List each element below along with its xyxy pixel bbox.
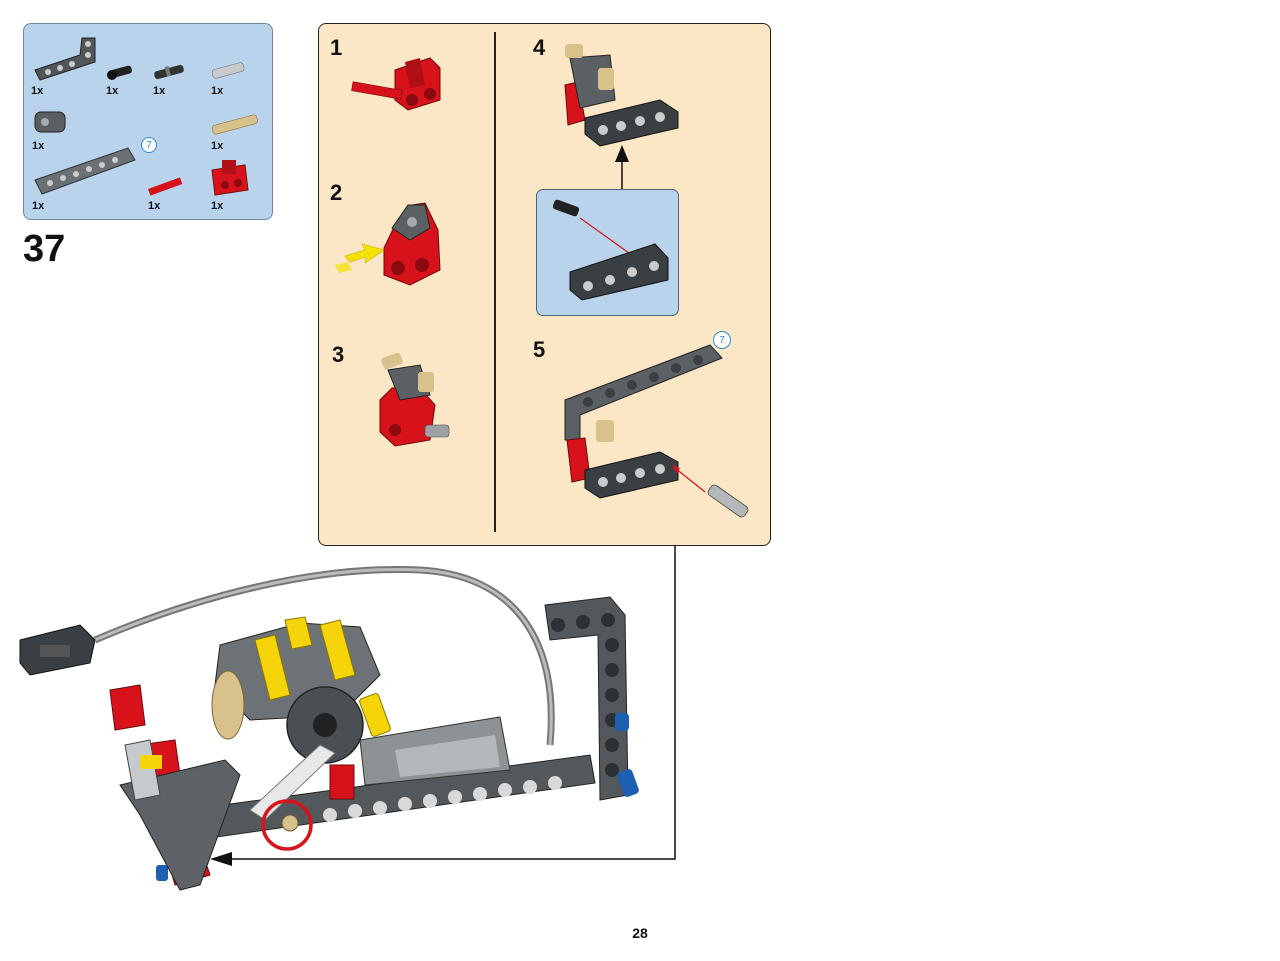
page-number: 28 (632, 925, 648, 941)
part-qty: 1x (31, 85, 44, 97)
step-number: 37 (23, 228, 66, 270)
part-qty: 1x (148, 200, 161, 212)
substep4-model (564, 44, 679, 147)
part-qty: 1x (211, 200, 224, 212)
substep-number: 3 (332, 342, 345, 367)
assembly-arrow (615, 145, 629, 189)
substep5-model (564, 344, 749, 518)
part-qty: 1x (32, 200, 45, 212)
connector-part (34, 111, 66, 133)
red-axle-part (147, 177, 183, 196)
cable-plug (19, 624, 96, 676)
part-qty: 1x (153, 85, 166, 97)
highlight-circle (261, 799, 313, 851)
subassembly-illustrations (335, 44, 749, 518)
substep2-model (335, 202, 441, 286)
part-qty: 1x (32, 140, 45, 152)
part-qty: 1x (106, 85, 119, 97)
part-qty: 1x (211, 85, 224, 97)
pin-black-part (154, 64, 184, 80)
liftarm-7-part (34, 147, 136, 195)
red-connector-part (211, 160, 249, 196)
substep-number: 1 (330, 35, 343, 60)
substep-number: 5 (533, 337, 546, 362)
callout-model (552, 199, 669, 301)
axle-pin-black-part (107, 65, 132, 80)
subassembly-divider (494, 32, 496, 532)
length-badge: 7 (141, 137, 157, 153)
tan-pin-part (211, 114, 258, 135)
bent-liftarm-part (34, 37, 96, 81)
axle-pin-grey-part (211, 62, 245, 79)
substep1-model (351, 57, 441, 111)
length-badge: 7 (713, 331, 731, 349)
substep-number: 2 (330, 180, 343, 205)
part-qty: 1x (211, 140, 224, 152)
callout-connector-line (210, 545, 676, 866)
substep-number: 4 (533, 35, 546, 60)
parts-illustrations (34, 37, 258, 196)
substep3-model (379, 352, 450, 447)
main-model-illustration (19, 545, 676, 891)
